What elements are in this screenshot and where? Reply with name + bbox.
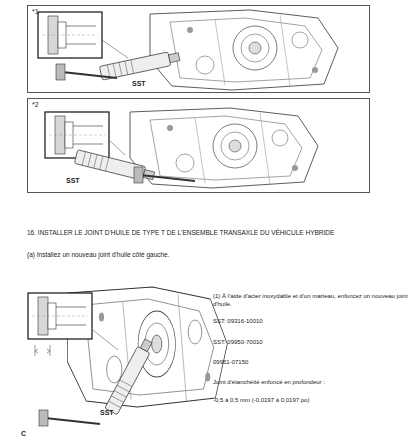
instruction-text: 09951-07150 (213, 359, 248, 367)
instruction-text: SST: 09316-10010 (213, 318, 263, 326)
instruction-text: -0,5 à 0,5 mm (-0,0197 à 0,0197 po) (213, 397, 309, 405)
instruction-text: (1) À l'aide d'acier inoxydable et d'un … (213, 293, 408, 308)
tool-label: SST (100, 409, 114, 418)
instruction-text: Joint d'étanchéité enfoncé en profondeur… (213, 379, 325, 387)
callout-number: *2 (32, 101, 39, 110)
instruction-text: (a) Installez un nouveau joint d'huile c… (27, 251, 170, 259)
figure-panel: *2SST (27, 98, 370, 193)
tool-label: SST (132, 80, 146, 89)
callout-number: *1 (32, 8, 39, 17)
figure-code: C (21, 430, 26, 439)
tool-label: SST (66, 177, 80, 186)
figure-panel: *1SST (27, 5, 370, 93)
instruction-text: SST: 09950-70010 (213, 339, 263, 347)
section-heading: 16. INSTALLER LE JOINT D'HUILE DE TYPE T… (27, 229, 334, 237)
